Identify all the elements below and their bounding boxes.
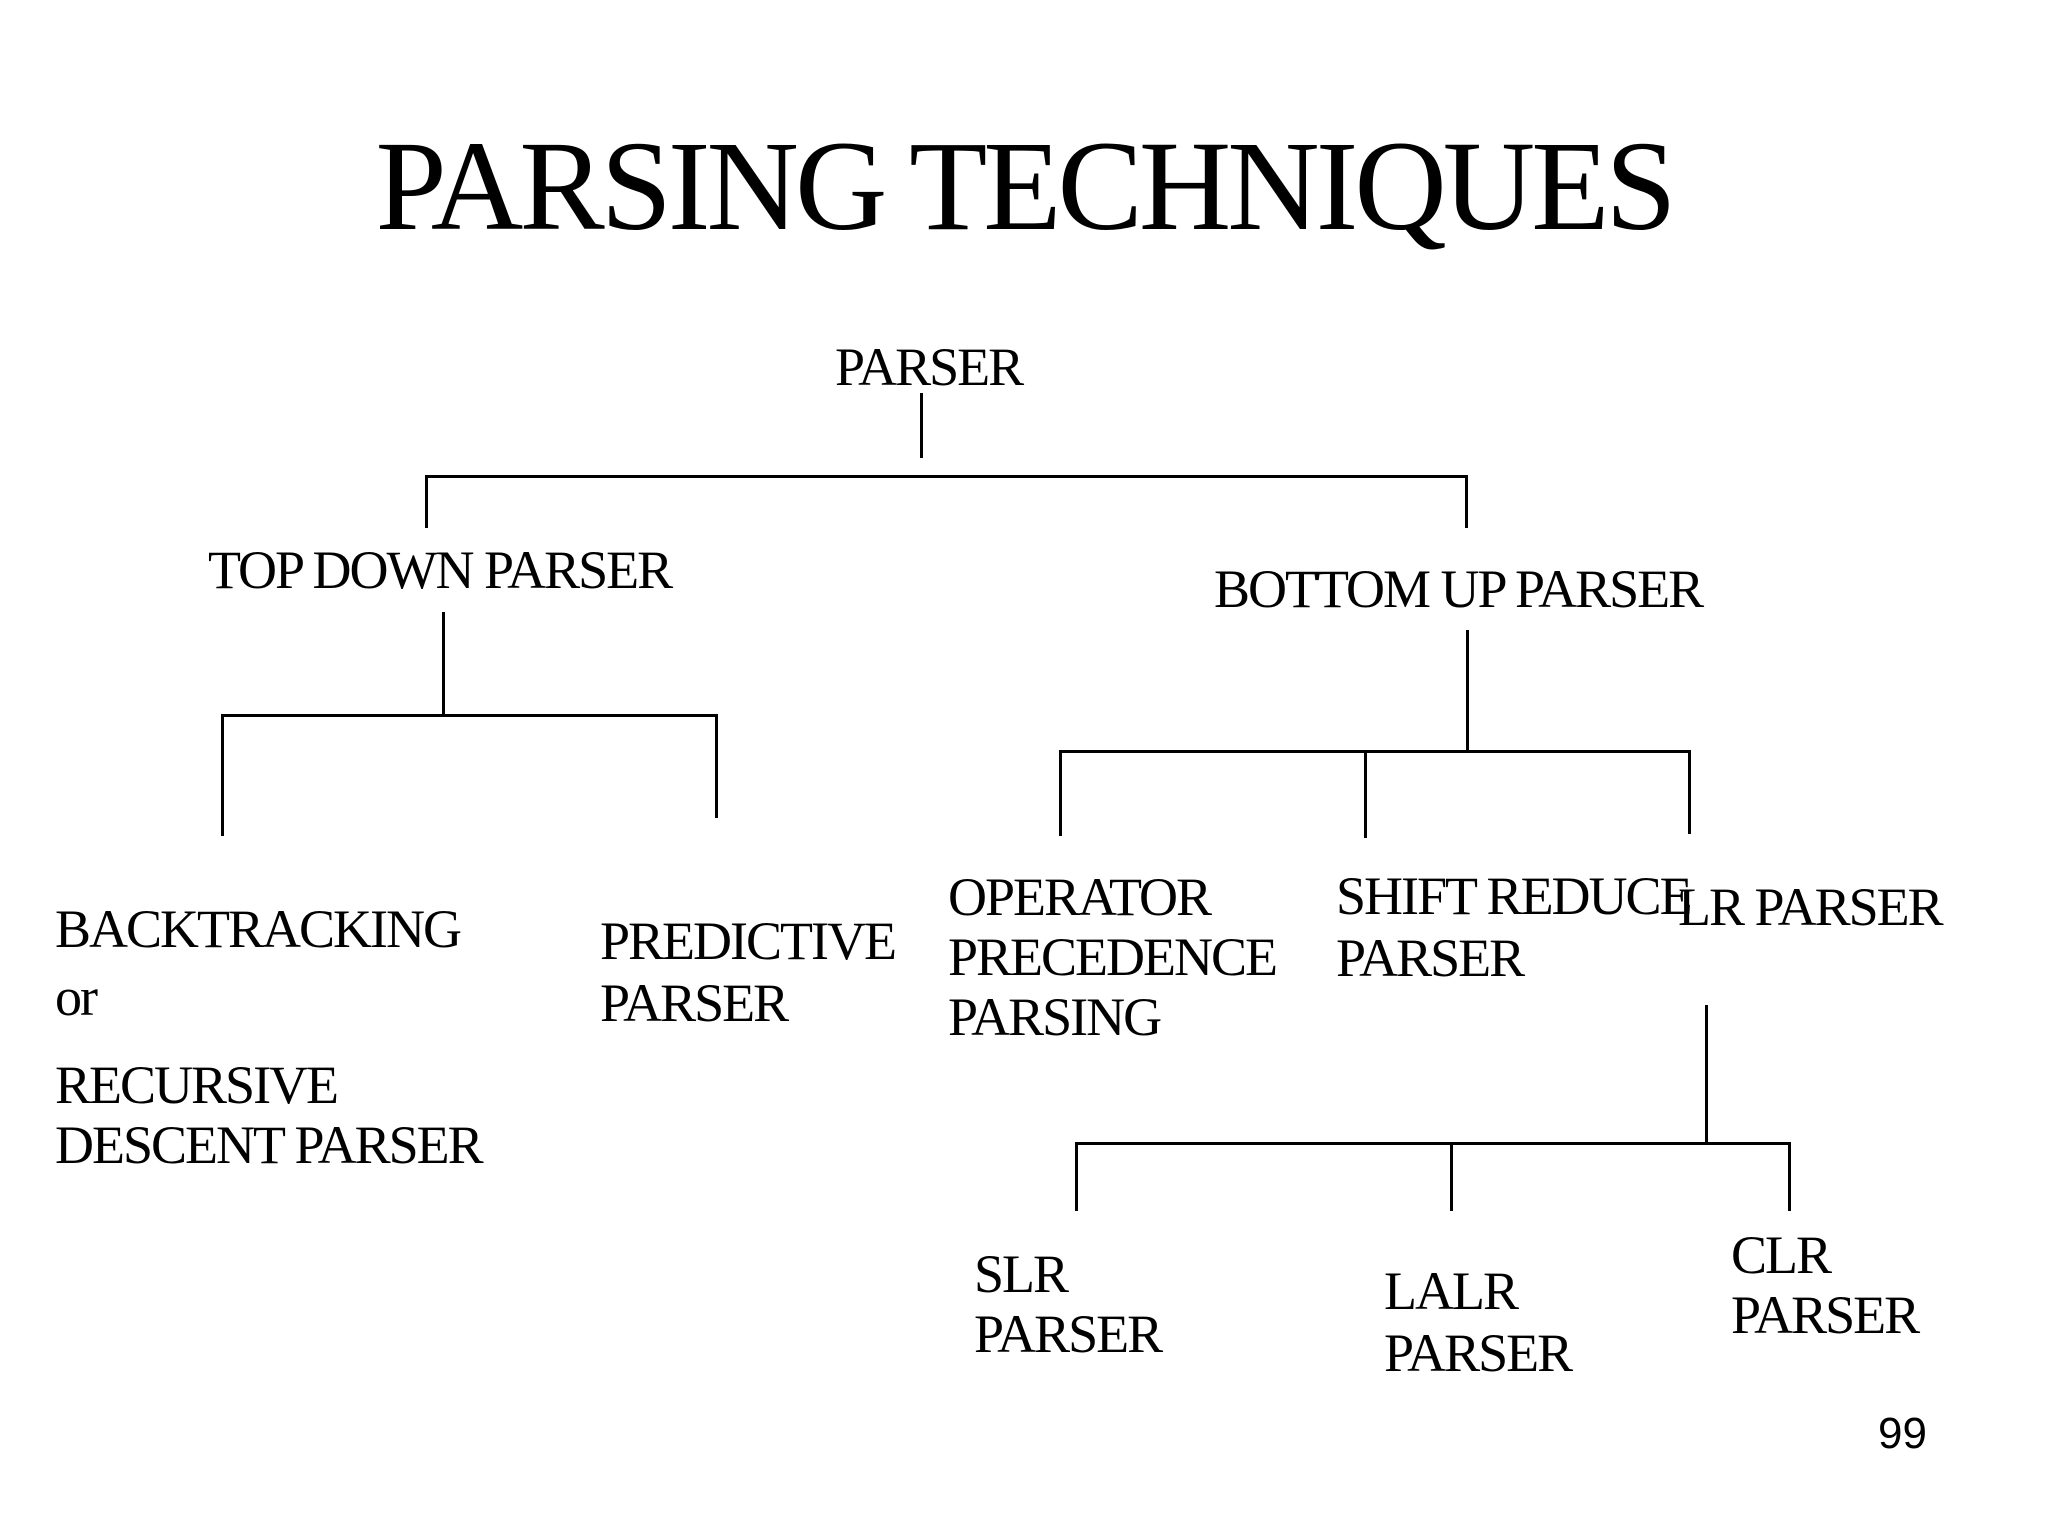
node-lalr-line-2: PARSER: [1384, 1323, 1573, 1383]
node-operator-precedence-parsing: OPERATOR PRECEDENCE PARSING: [948, 867, 1278, 1047]
node-operator-precedence-line-1: OPERATOR: [948, 867, 1212, 927]
node-clr-parser: CLR PARSER: [1731, 1225, 1920, 1345]
slide-title: PARSING TECHNIQUES: [375, 115, 1676, 257]
connector-lalr-drop: [1450, 1142, 1453, 1211]
node-clr-line-1: CLR: [1731, 1225, 1832, 1285]
node-top-down-parser: TOP DOWN PARSER: [208, 540, 673, 600]
connector-top-down-stem: [442, 612, 445, 715]
connector-bottom-up-children-bar: [1059, 750, 1691, 753]
connector-shift-reduce-drop: [1364, 750, 1367, 838]
connector-operator-drop: [1059, 750, 1062, 836]
connector-lr-drop: [1688, 750, 1691, 834]
connector-level1-left-drop: [425, 475, 428, 528]
connector-slr-drop: [1075, 1142, 1078, 1211]
connector-level1-bar: [425, 475, 1468, 478]
node-slr-line-2: PARSER: [974, 1304, 1163, 1364]
connector-backtracking-drop: [221, 714, 224, 836]
node-backtracking-line-1: BACKTRACKING: [55, 899, 462, 959]
node-predictive-parser: PREDICTIVE PARSER: [600, 910, 897, 1034]
node-shift-reduce-parser: SHIFT REDUCE PARSER: [1336, 865, 1693, 989]
node-slr-line-1: SLR: [974, 1244, 1069, 1304]
node-operator-precedence-line-2: PRECEDENCE: [948, 927, 1278, 987]
node-backtracking-line-4: DESCENT PARSER: [55, 1115, 484, 1175]
connector-level1-right-drop: [1465, 475, 1468, 528]
connector-clr-drop: [1788, 1142, 1791, 1211]
node-bottom-up-parser: BOTTOM UP PARSER: [1214, 559, 1704, 619]
node-shift-reduce-line-2: PARSER: [1336, 928, 1525, 988]
connector-parser-stem: [920, 393, 923, 458]
connector-lr-stem: [1705, 1005, 1708, 1144]
node-backtracking-line-2: or: [55, 967, 98, 1027]
node-lr-parser: LR PARSER: [1678, 877, 1944, 937]
node-operator-precedence-line-3: PARSING: [948, 987, 1162, 1047]
connector-lr-children-bar: [1075, 1142, 1791, 1145]
connector-predictive-drop: [715, 714, 718, 818]
node-backtracking-line-3: RECURSIVE: [55, 1055, 339, 1115]
node-slr-parser: SLR PARSER: [974, 1244, 1163, 1364]
node-lalr-line-1: LALR: [1384, 1261, 1519, 1321]
connector-top-down-children-bar: [221, 714, 718, 717]
node-predictive-parser-line-1: PREDICTIVE: [600, 911, 897, 971]
node-predictive-parser-line-2: PARSER: [600, 973, 789, 1033]
node-lalr-parser: LALR PARSER: [1384, 1260, 1573, 1384]
node-parser: PARSER: [835, 337, 1024, 397]
node-clr-line-2: PARSER: [1731, 1285, 1920, 1345]
connector-bottom-up-stem: [1466, 630, 1469, 751]
node-shift-reduce-line-1: SHIFT REDUCE: [1336, 866, 1693, 926]
page-number: 99: [1878, 1409, 1927, 1458]
